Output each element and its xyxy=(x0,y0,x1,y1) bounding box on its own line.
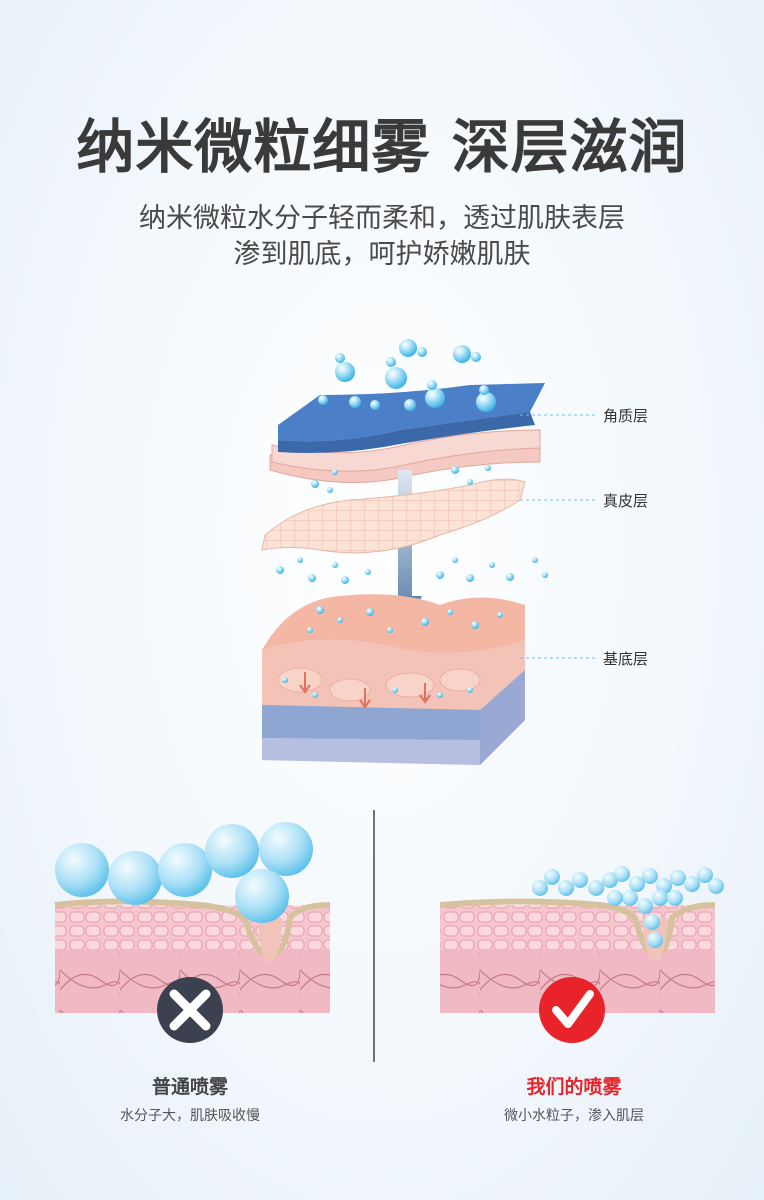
ordinary-spray-desc: 水分子大，肌肤吸收慢 xyxy=(120,1108,260,1124)
page-title: 纳米微粒细雾 深层滋润 xyxy=(76,113,688,181)
check-icon xyxy=(539,977,605,1043)
subtitle-line-2: 渗到肌底，呵护娇嫩肌肤 xyxy=(233,239,531,270)
dermis-layer xyxy=(261,478,526,554)
our-spray-illustration xyxy=(439,866,724,1013)
ordinary-spray-title: 普通喷雾 xyxy=(151,1076,228,1098)
our-spray-title: 我们的喷雾 xyxy=(526,1076,622,1098)
label-base: 基底层 xyxy=(603,650,649,668)
label-dermis: 真皮层 xyxy=(603,492,649,510)
subtitle-line-1: 纳米微粒水分子轻而柔和，透过肌肤表层 xyxy=(139,203,625,234)
corneum-layer xyxy=(269,383,545,483)
our-spray-desc: 微小水粒子，渗入肌层 xyxy=(504,1108,644,1124)
x-icon xyxy=(157,977,223,1043)
base-layer xyxy=(262,594,525,765)
water-droplets xyxy=(276,339,548,698)
label-corneum: 角质层 xyxy=(603,407,649,425)
